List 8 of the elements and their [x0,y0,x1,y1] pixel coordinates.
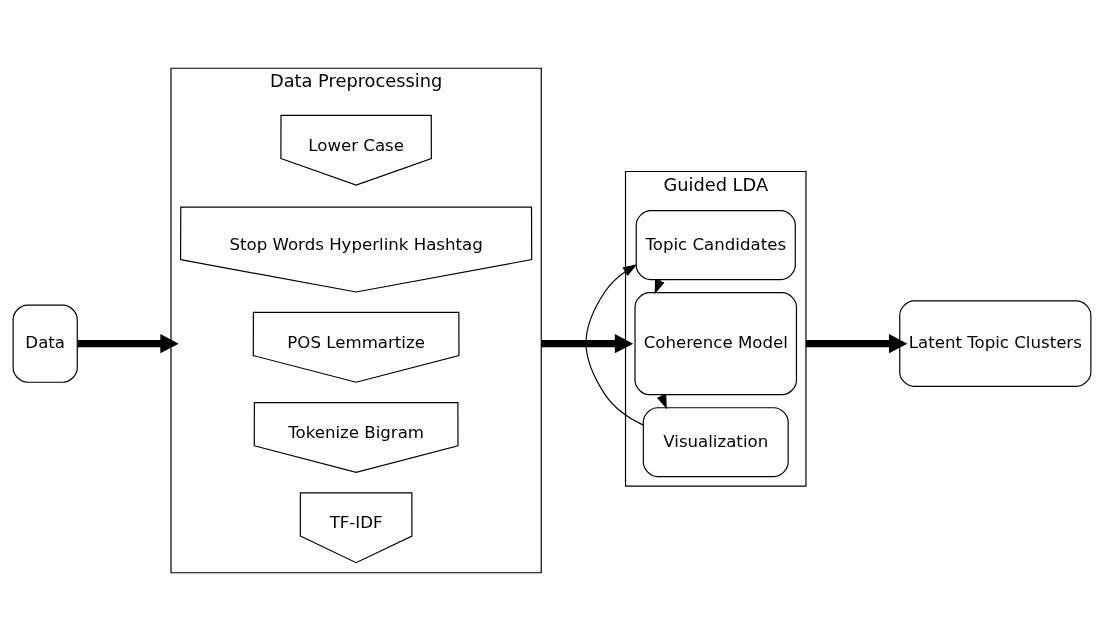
node-box: Latent Topic Clusters [899,300,1092,387]
arrow [585,264,644,426]
node-box: Visualization [642,407,789,478]
arrow [77,334,179,354]
arrow [654,279,665,295]
arrow [805,334,908,354]
arrow [656,394,667,410]
node-box: Data [12,304,78,383]
